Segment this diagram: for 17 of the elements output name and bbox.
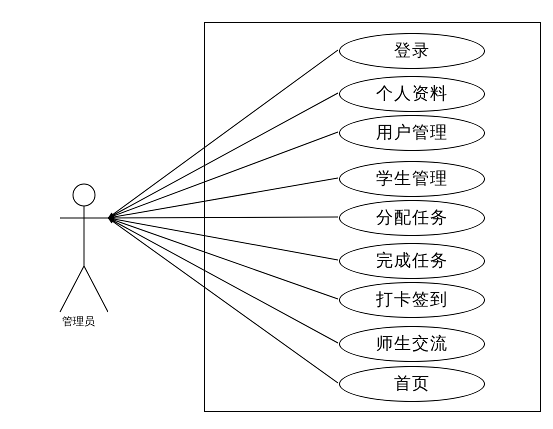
association-line	[108, 218, 338, 300]
use-case-label: 打卡签到	[376, 292, 448, 308]
use-case-label: 完成任务	[376, 252, 448, 270]
association-line	[108, 132, 338, 218]
association-line	[108, 218, 338, 384]
association-line	[108, 50, 338, 218]
association-line	[108, 92, 338, 218]
association-line	[108, 218, 338, 344]
actor-label: 管理员	[62, 317, 95, 328]
system-boundary	[204, 22, 541, 412]
use-case-label: 首页	[394, 376, 430, 392]
use-case-label: 学生管理	[376, 170, 448, 188]
use-case-label: 师生交流	[376, 336, 448, 352]
use-case-label: 个人资料	[376, 86, 448, 102]
use-case-label: 登录	[394, 42, 430, 60]
use-case-label: 用户管理	[376, 124, 448, 142]
use-case-label: 分配任务	[376, 210, 448, 226]
